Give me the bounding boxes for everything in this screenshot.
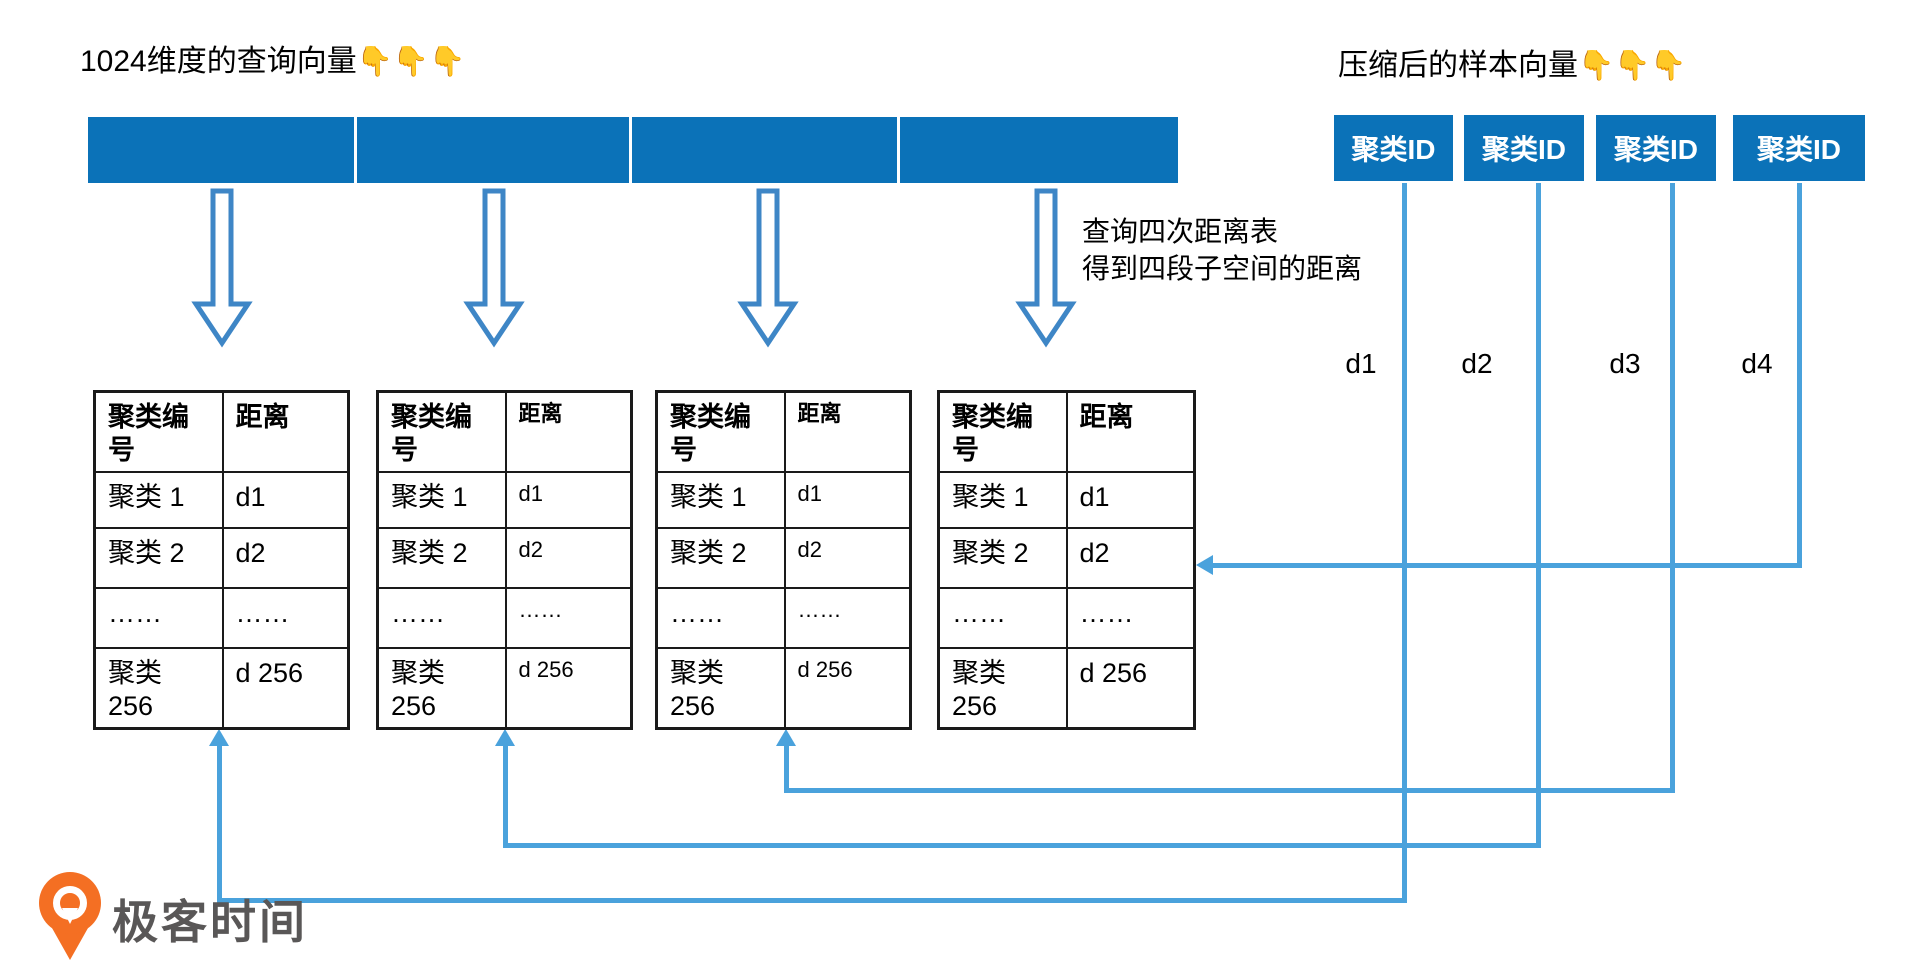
vector-segment-3 — [632, 117, 897, 183]
up-arrowhead-icon — [776, 729, 796, 746]
pointing-down-emoji: 👇👇👇 — [356, 46, 466, 78]
table-cell: d2 — [504, 527, 633, 589]
query-vector-bar — [88, 117, 1178, 183]
table-cell: …… — [937, 587, 1068, 649]
distance-label-d4: d4 — [1741, 348, 1773, 379]
up-arrowhead-icon — [209, 729, 229, 746]
table-cell: 聚类 256 — [937, 647, 1068, 730]
table-cell: …… — [655, 587, 786, 649]
table-header-cell: 距离 — [504, 390, 633, 473]
down-arrow-icon — [463, 188, 525, 348]
table-cell: …… — [1065, 587, 1196, 649]
cluster-id-cell-3: 聚类ID — [1596, 115, 1716, 181]
table-cell: d1 — [1065, 471, 1196, 529]
query-vector-title-text: 1024维度的查询向量 — [80, 45, 357, 78]
connector-hline-4 — [1212, 563, 1802, 568]
distance-label-d1: d1 — [1345, 348, 1377, 379]
table-cell: 聚类 256 — [93, 647, 224, 730]
table-cell: …… — [376, 587, 507, 649]
table-cell: d1 — [783, 471, 912, 529]
distance-label-d3: d3 — [1609, 348, 1641, 379]
cluster-id-cell-1: 聚类ID — [1334, 115, 1453, 181]
table-cell: 聚类 1 — [376, 471, 507, 529]
table-header-cell: 聚类编号 — [376, 390, 507, 473]
table-cell: d 256 — [221, 647, 350, 730]
table-cell: d 256 — [783, 647, 912, 730]
query-vector-title: 1024维度的查询向量👇👇👇 — [80, 36, 465, 80]
table-header-cell: 聚类编号 — [937, 390, 1068, 473]
table-cell: 聚类 2 — [376, 527, 507, 589]
table-cell: 聚类 256 — [655, 647, 786, 730]
lookup-annotation-line1: 查询四次距离表 — [1082, 216, 1279, 247]
table-cell: d 256 — [1065, 647, 1196, 730]
down-arrow-icon — [1015, 188, 1077, 348]
connector-hline-2 — [505, 843, 1541, 848]
table-cell: d 256 — [504, 647, 633, 730]
table-cell: …… — [93, 587, 224, 649]
table-header-cell: 距离 — [1065, 390, 1196, 473]
table-cell: 聚类 256 — [376, 647, 507, 730]
table-cell: d2 — [1065, 527, 1196, 589]
connector-vline-3 — [1670, 183, 1675, 793]
table-header-cell: 聚类编号 — [655, 390, 786, 473]
cluster-id-cell-4: 聚类ID — [1733, 115, 1865, 181]
connector-vline-1 — [1402, 183, 1407, 903]
sample-vector-title: 压缩后的样本向量👇👇👇 — [1338, 40, 1686, 84]
connector-hline-1 — [219, 898, 1407, 903]
table-cell: 聚类 1 — [655, 471, 786, 529]
table-header-cell: 距离 — [221, 390, 350, 473]
connector-up-line-3 — [784, 745, 789, 793]
connector-vline-4 — [1797, 183, 1802, 568]
connector-vline-2 — [1536, 183, 1541, 848]
logo-notch — [62, 908, 78, 924]
table-header-cell: 距离 — [783, 390, 912, 473]
table-cell: 聚类 1 — [937, 471, 1068, 529]
down-arrow-icon — [191, 188, 253, 348]
connector-hline-3 — [786, 788, 1675, 793]
connector-up-line-2 — [503, 745, 508, 848]
connector-up-line-1 — [217, 745, 222, 903]
vector-segment-4 — [900, 117, 1178, 183]
distance-label-d2: d2 — [1461, 348, 1493, 379]
table-cell: 聚类 1 — [93, 471, 224, 529]
lookup-annotation: 查询四次距离表 得到四段子空间的距离 — [1082, 213, 1362, 287]
vector-segment-1 — [88, 117, 354, 183]
table-cell: d1 — [221, 471, 350, 529]
table-cell: 聚类 2 — [937, 527, 1068, 589]
table-cell: d2 — [783, 527, 912, 589]
vector-segment-2 — [357, 117, 629, 183]
table-cell: d2 — [221, 527, 350, 589]
sample-vector-title-text: 压缩后的样本向量 — [1338, 49, 1578, 82]
table-cell: …… — [504, 587, 633, 649]
up-arrowhead-icon — [495, 729, 515, 746]
table-cell: d1 — [504, 471, 633, 529]
left-arrowhead-icon — [1196, 555, 1213, 575]
geektime-logo-icon — [38, 872, 102, 968]
table-cell: 聚类 2 — [93, 527, 224, 589]
cluster-id-cell-2: 聚类ID — [1464, 115, 1584, 181]
table-header-cell: 聚类编号 — [93, 390, 224, 473]
pointing-down-emoji: 👇👇👇 — [1578, 50, 1687, 82]
geektime-logo-text: 极客时间 — [112, 896, 308, 948]
table-cell: …… — [221, 587, 350, 649]
down-arrow-icon — [737, 188, 799, 348]
lookup-annotation-line2: 得到四段子空间的距离 — [1082, 253, 1363, 284]
table-cell: 聚类 2 — [655, 527, 786, 589]
table-cell: …… — [783, 587, 912, 649]
